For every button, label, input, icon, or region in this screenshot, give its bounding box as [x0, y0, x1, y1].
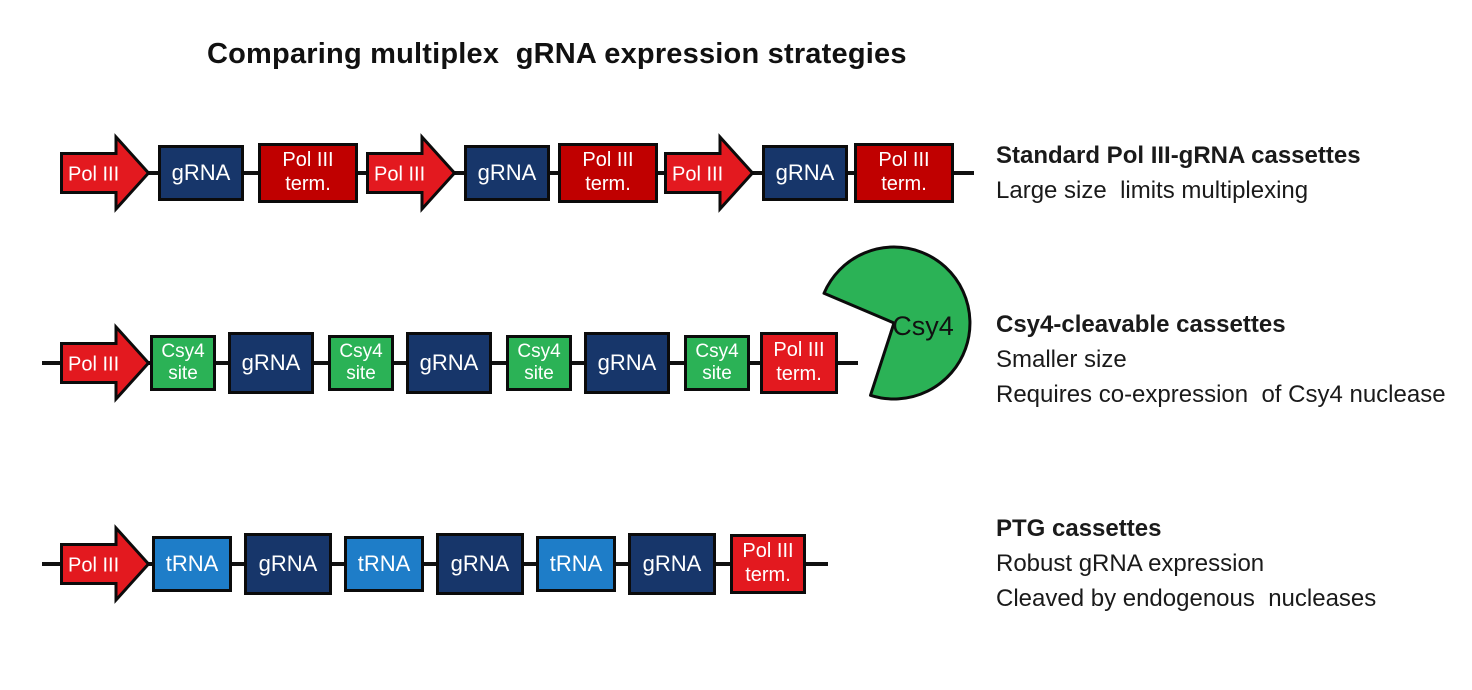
annotation-heading: Csy4-cleavable cassettes [996, 311, 1286, 338]
pol3-terminator-box: Pol III term. [730, 534, 806, 594]
csy4-site-box: Csy4 site [684, 335, 750, 391]
pol3-promoter-label: Pol III [68, 555, 119, 577]
pol3-terminator-box: Pol III term. [558, 143, 658, 203]
annotation-ptg-cassettes: PTG cassettes Robust gRNA expression Cle… [996, 511, 1466, 616]
trna-box: tRNA [152, 536, 232, 592]
annotation-heading: Standard Pol III-gRNA cassettes [996, 142, 1361, 169]
csy4-site-box: Csy4 site [328, 335, 394, 391]
trna-box: tRNA [536, 536, 616, 592]
pol3-promoter-arrow: Pol III [60, 133, 151, 213]
pol3-terminator-box: Pol III term. [258, 143, 358, 203]
pol3-promoter-label: Pol III [374, 164, 425, 186]
pol3-terminator-box: Pol III term. [854, 143, 954, 203]
grna-box: gRNA [158, 145, 244, 201]
pol3-promoter-arrow: Pol III [664, 133, 755, 213]
annotation-line: Robust gRNA expression [996, 550, 1265, 577]
grna-box: gRNA [762, 145, 848, 201]
pol3-terminator-box: Pol III term. [760, 332, 838, 394]
annotation-line: Cleaved by endogenous nucleases [996, 585, 1377, 612]
grna-box: gRNA [628, 533, 716, 595]
pol3-promoter-label: Pol III [68, 164, 119, 186]
annotation-csy4-cassettes: Csy4-cleavable cassettes Smaller size Re… [996, 307, 1466, 412]
pol3-promoter-label: Pol III [68, 354, 119, 376]
grna-box: gRNA [584, 332, 670, 394]
annotation-line: Requires co-expression of Csy4 nuclease [996, 381, 1446, 408]
cassette-backbone-line [42, 562, 828, 566]
annotation-line: Smaller size [996, 346, 1127, 373]
csy4-site-box: Csy4 site [506, 335, 572, 391]
grna-box: gRNA [244, 533, 332, 595]
csy4-site-box: Csy4 site [150, 335, 216, 391]
pol3-promoter-arrow: Pol III [366, 133, 457, 213]
grna-box: gRNA [406, 332, 492, 394]
pol3-promoter-label: Pol III [672, 164, 723, 186]
grna-box: gRNA [464, 145, 550, 201]
annotation-standard-cassettes: Standard Pol III-gRNA cassettes Large si… [996, 138, 1466, 208]
pol3-promoter-arrow: Pol III [60, 323, 151, 403]
csy4-protein-pacman: Csy4 [822, 245, 972, 401]
trna-box: tRNA [344, 536, 424, 592]
annotation-heading: PTG cassettes [996, 515, 1162, 542]
page-title: Comparing multiplex gRNA expression stra… [207, 38, 907, 70]
csy4-protein-label: Csy4 [892, 311, 954, 341]
annotation-line: Large size limits multiplexing [996, 177, 1309, 204]
pol3-promoter-arrow: Pol III [60, 524, 151, 604]
grna-box: gRNA [436, 533, 524, 595]
grna-box: gRNA [228, 332, 314, 394]
